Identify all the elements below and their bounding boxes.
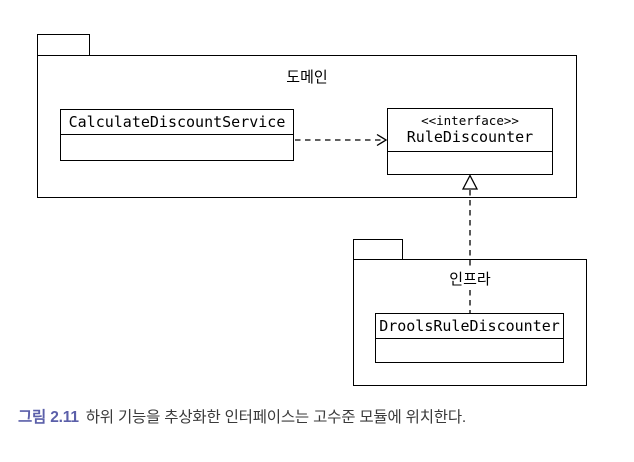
domain-package-tab [37,34,90,56]
realization-connector [461,174,479,313]
interface-rule-discounter: <<interface>> RuleDiscounter [387,108,553,175]
dependency-arrow [295,133,388,147]
figure-caption: 그림 2.11 하위 기능을 추상화한 인터페이스는 고수준 모듈에 위치한다. [18,405,466,427]
class-name-calculate-discount-service: CalculateDiscountService [61,110,293,135]
interface-name-rule-discounter: RuleDiscounter [406,128,534,147]
figure-caption-number: 그림 2.11 [18,409,79,426]
class-name-drools-rule-discounter: DroolsRuleDiscounter [376,314,563,339]
class-drools-rule-discounter: DroolsRuleDiscounter [375,313,564,363]
interface-stereotype: <<interface>> [421,112,519,128]
interface-name-compartment: <<interface>> RuleDiscounter [388,109,552,152]
domain-package-label: 도메인 [38,66,576,87]
class-calculate-discount-service: CalculateDiscountService [60,109,294,161]
empty-compartment [61,135,293,160]
infra-package-label: 인프라 [354,268,586,289]
empty-compartment [376,339,563,362]
figure-caption-text: 하위 기능을 추상화한 인터페이스는 고수준 모듈에 위치한다. [85,409,466,426]
infra-package: 인프라 [353,259,587,386]
hollow-triangle-arrowhead [461,174,479,190]
domain-package: 도메인 [37,55,577,198]
empty-compartment [388,152,552,174]
infra-package-tab [353,239,403,260]
